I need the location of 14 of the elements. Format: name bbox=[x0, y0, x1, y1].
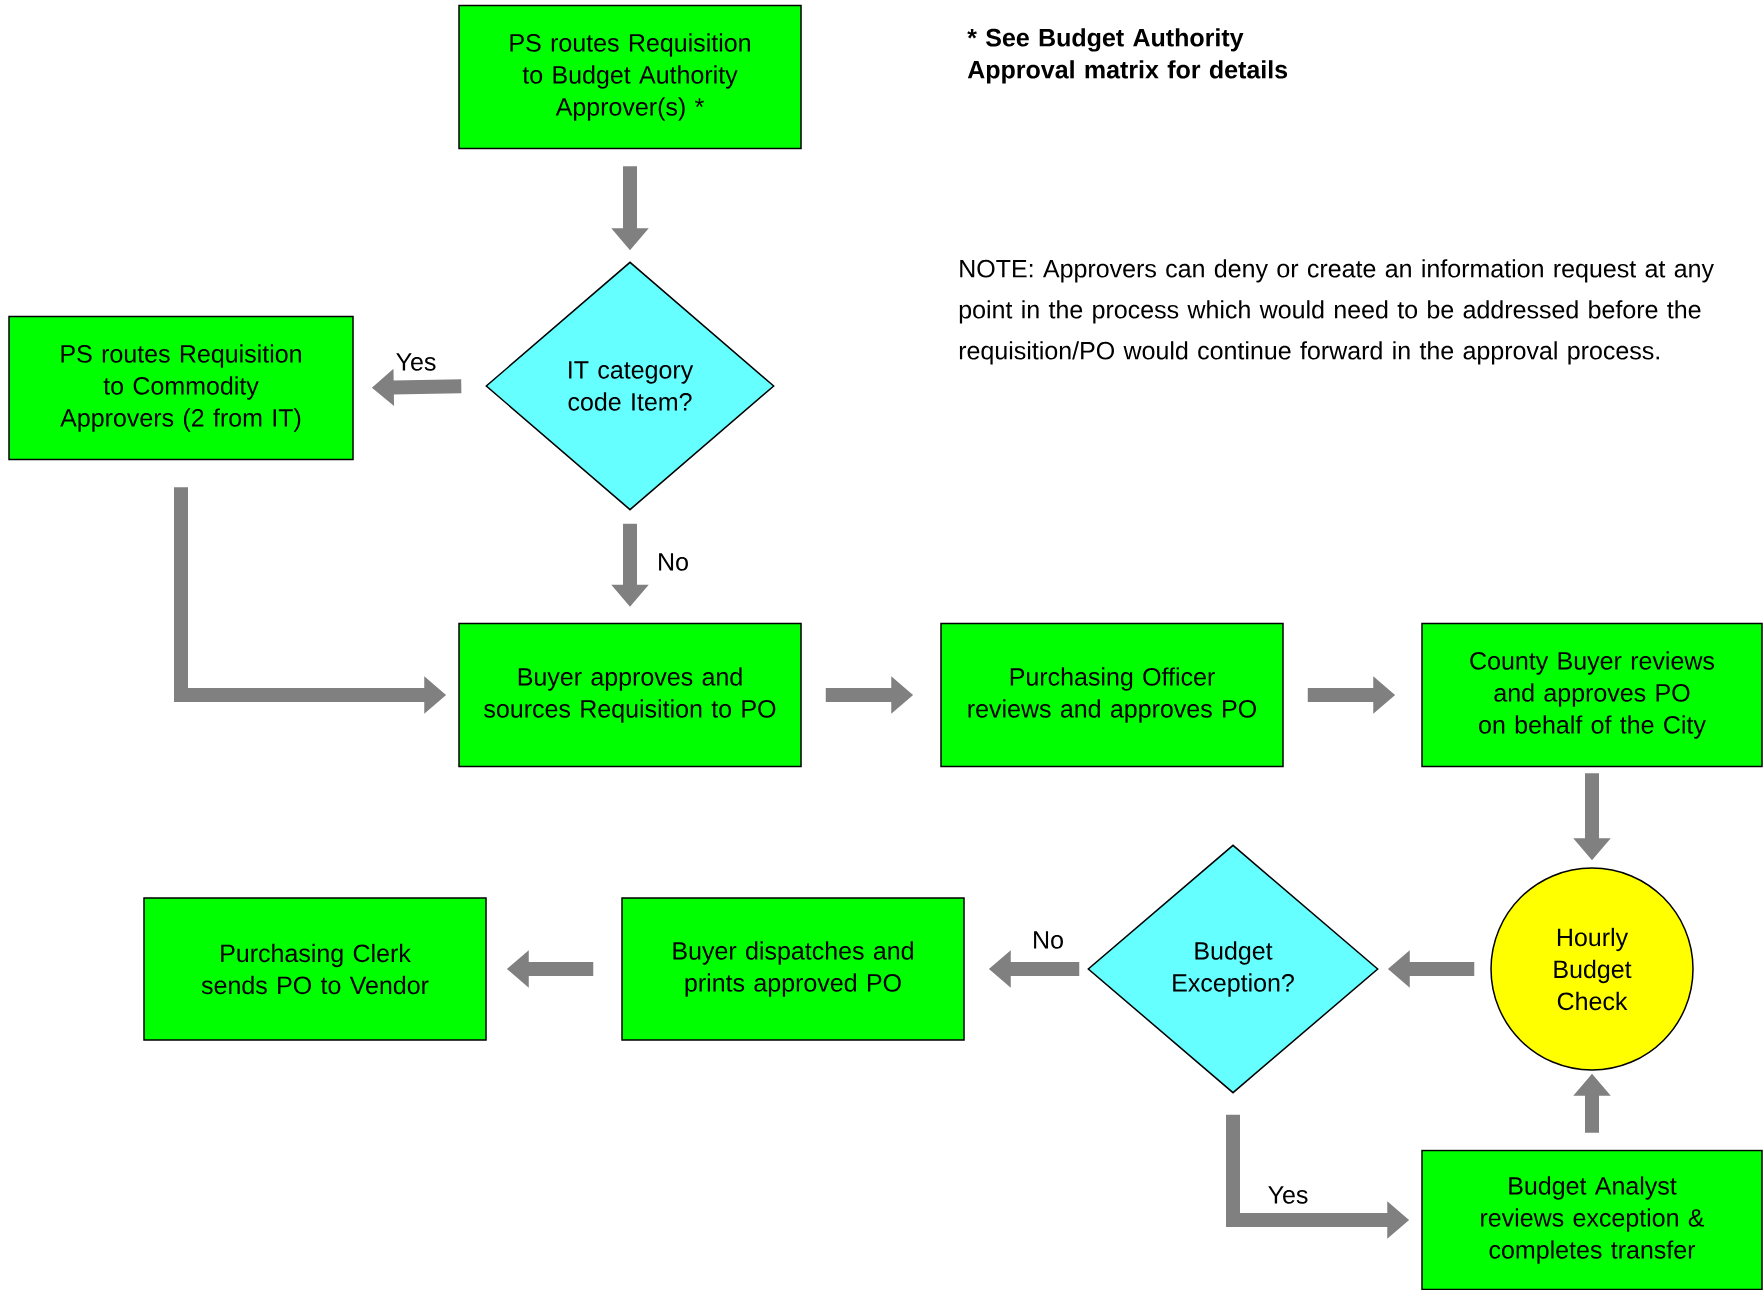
process-box: Budget Analyst reviews exception & completes transfer bbox=[1421, 1149, 1763, 1290]
edge-label: Yes bbox=[396, 353, 436, 371]
process-box: PS routes Requisition to Budget Authority Approver(s) * bbox=[458, 4, 802, 150]
process-box: Purchasing Clerk sends PO to Vendor bbox=[143, 897, 487, 1041]
process-box: Buyer dispatches and prints approved PO bbox=[621, 897, 965, 1041]
process-box: Purchasing Officer reviews and approves PO bbox=[940, 622, 1284, 768]
edge-label: Yes bbox=[1268, 1186, 1308, 1204]
note-text: * See Budget Authority Approval matrix for details bbox=[967, 28, 1288, 84]
process-box: Buyer approves and sources Requisition to PO bbox=[458, 622, 802, 768]
process-box: County Buyer reviews and approves PO on behalf of the City bbox=[1421, 622, 1763, 768]
process-box: PS routes Requisition to Commodity Approvers (2 from IT) bbox=[8, 315, 354, 461]
edge-label: No bbox=[659, 553, 688, 571]
edge-label: No bbox=[1034, 931, 1063, 949]
note-text: NOTE: Approvers can deny or create an information request at any point in the process which would need to be addressed before the requisition/PO would continue forward in the approval process. bbox=[959, 259, 1714, 365]
